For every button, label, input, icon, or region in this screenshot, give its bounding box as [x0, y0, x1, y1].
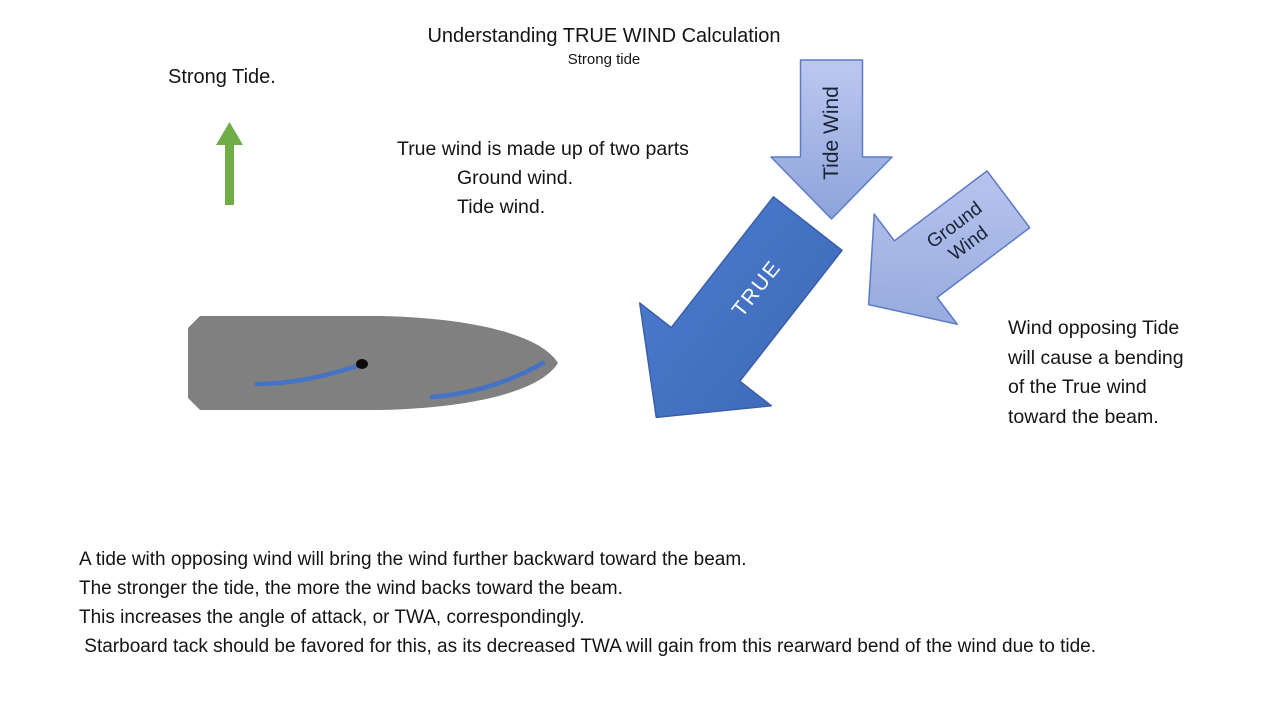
side-note-line: will cause a bending [1008, 346, 1184, 369]
starboard-wind-bend-curve [429, 360, 546, 400]
tide-wind-arrow: Tide Wind [770, 59, 893, 220]
ground-wind-arrow-shape [867, 170, 1031, 326]
strong-tide-label: Strong Tide. [168, 66, 276, 88]
summary-line: Starboard tack should be favored for thi… [79, 636, 1097, 657]
true-wind-arrow: TRUE [589, 171, 875, 470]
mast-dot [356, 359, 368, 369]
side-note-line: of the True wind [1008, 376, 1147, 398]
side-note-line: toward the beam. [1008, 405, 1159, 428]
summary-line: The stronger the tide, the more the wind… [79, 578, 623, 599]
tide-wind-arrow-shape [770, 59, 893, 220]
port-wind-bend-curve [254, 363, 360, 387]
explanation-line: Tide wind. [457, 196, 546, 218]
tide-wind-arrow-label: Tide Wind [819, 86, 843, 180]
summary-text-block: A tide with opposing wind will bring the… [79, 545, 1279, 661]
true-wind-arrow-shape [638, 196, 843, 419]
ground-wind-arrow: Ground Wind [826, 143, 1052, 361]
summary-line: A tide with opposing wind will bring the… [79, 549, 747, 570]
true-wind-explanation: True wind is made up of two parts Ground… [397, 135, 689, 222]
side-note-line: Wind opposing Tide [1008, 317, 1180, 339]
tide-direction-up-arrow-icon [216, 122, 243, 205]
boat-hull-diagram [188, 316, 558, 410]
explanation-line: Ground wind. [457, 167, 573, 189]
summary-line: This increases the angle of attack, or T… [79, 607, 585, 628]
wind-opposing-tide-note: Wind opposing Tide will cause a bending … [1008, 314, 1184, 432]
slide-subtitle: Strong tide [567, 51, 641, 68]
boat-hull-shape [188, 316, 558, 410]
explanation-line: True wind is made up of two parts [397, 138, 689, 160]
slide-title: Understanding TRUE WIND Calculation [427, 25, 781, 47]
slide-header: Understanding TRUE WIND Calculation Stro… [340, 24, 868, 69]
